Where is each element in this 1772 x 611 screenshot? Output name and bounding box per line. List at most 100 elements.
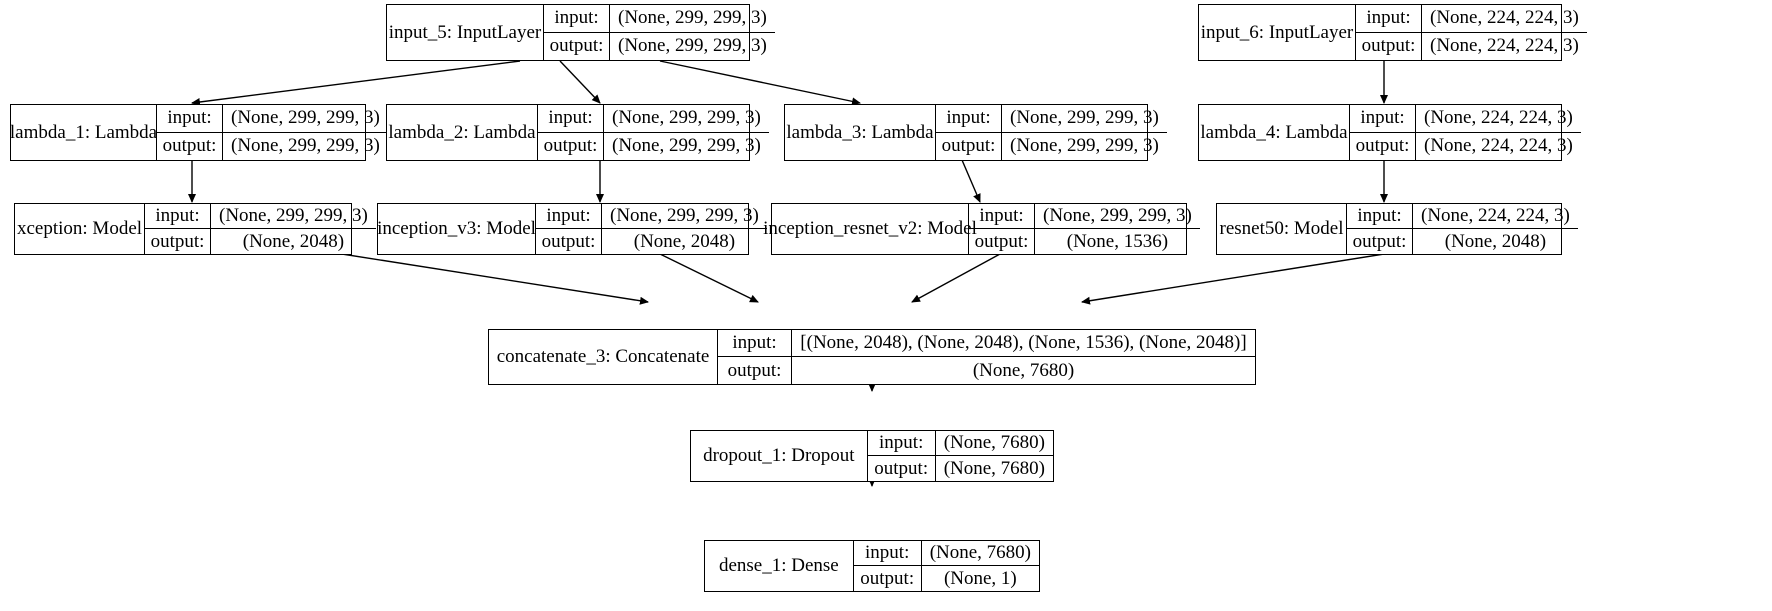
input-shape: (None, 299, 299, 3)	[1043, 205, 1192, 227]
edge-xception-concat	[341, 253, 649, 305]
node-input-row: input: (None, 299, 299, 3)	[936, 105, 1167, 133]
node-label: lambda_2: Lambda	[387, 105, 538, 160]
input-label: input:	[936, 105, 1002, 132]
node-lambda-3[interactable]: lambda_3: Lambda input: (None, 299, 299,…	[784, 104, 1167, 161]
node-lambda-2[interactable]: lambda_2: Lambda input: (None, 299, 299,…	[386, 104, 769, 161]
output-label: output:	[936, 132, 1002, 160]
output-shape: (None, 1)	[943, 567, 1017, 589]
node-output-row: output: (None, 224, 224, 3)	[1356, 32, 1587, 60]
output-label: output:	[157, 132, 223, 160]
node-io: input: (None, 299, 299, 3) output: (None…	[157, 105, 388, 160]
input-label: input:	[1347, 204, 1413, 228]
node-input-row: input: [(None, 2048), (None, 2048), (Non…	[718, 330, 1255, 357]
node-output-row: output: (None, 2048)	[1347, 229, 1578, 254]
input-label: input:	[868, 431, 936, 455]
output-shape: (None, 2048)	[242, 230, 345, 252]
input-label: input:	[1350, 105, 1416, 132]
output-label: output:	[969, 229, 1035, 254]
node-output-row: output: (None, 299, 299, 3)	[544, 32, 775, 60]
node-input-row: input: (None, 7680)	[853, 541, 1039, 566]
node-input-row: input: (None, 7680)	[867, 431, 1053, 456]
node-label: input_5: InputLayer	[387, 5, 544, 60]
node-label: concatenate_3: Concatenate	[489, 330, 718, 384]
output-label: output:	[1350, 132, 1416, 160]
output-shape: (None, 299, 299, 3)	[612, 135, 761, 157]
node-input-row: input: (None, 224, 224, 3)	[1350, 105, 1581, 133]
node-io: input: (None, 299, 299, 3) output: (None…	[969, 204, 1200, 254]
edge-input5-lambda2	[559, 60, 601, 104]
node-io: input: (None, 299, 299, 3) output: (None…	[538, 105, 769, 160]
node-io: input: (None, 7680) output: (None, 7680)	[867, 431, 1053, 481]
output-shape: (None, 2048)	[1444, 230, 1547, 252]
input-label: input:	[854, 541, 922, 565]
node-resnet50[interactable]: resnet50: Model input: (None, 224, 224, …	[1216, 203, 1578, 255]
node-io: input: (None, 299, 299, 3) output: (None…	[936, 105, 1167, 160]
input-shape: (None, 299, 299, 3)	[618, 7, 767, 29]
input-shape: (None, 224, 224, 3)	[1421, 205, 1570, 227]
output-shape: (None, 224, 224, 3)	[1424, 135, 1573, 157]
output-shape: (None, 7680)	[972, 359, 1075, 381]
input-label: input:	[538, 105, 604, 132]
input-label: input:	[157, 105, 223, 132]
input-label: input:	[718, 330, 792, 356]
output-shape: (None, 2048)	[633, 230, 736, 252]
node-concatenate-3[interactable]: concatenate_3: Concatenate input: [(None…	[488, 329, 1256, 385]
node-label: inception_v3: Model	[377, 204, 536, 254]
edge-input5-lambda1	[191, 60, 521, 106]
node-label: dense_1: Dense	[705, 541, 854, 591]
node-output-row: output: (None, 7680)	[718, 357, 1255, 384]
node-output-row: output: (None, 299, 299, 3)	[936, 132, 1167, 160]
node-output-row: output: (None, 1536)	[969, 229, 1200, 254]
input-shape: (None, 299, 299, 3)	[231, 107, 380, 129]
node-io: input: (None, 299, 299, 3) output: (None…	[145, 204, 376, 254]
node-output-row: output: (None, 2048)	[145, 229, 376, 254]
input-label: input:	[969, 204, 1035, 228]
edge-inceptionv3-concat	[659, 253, 759, 303]
node-output-row: output: (None, 299, 299, 3)	[157, 132, 388, 160]
node-label: input_6: InputLayer	[1199, 5, 1356, 60]
input-label: input:	[1356, 5, 1422, 32]
node-label: dropout_1: Dropout	[691, 431, 868, 481]
input-shape: (None, 224, 224, 3)	[1430, 7, 1579, 29]
node-output-row: output: (None, 224, 224, 3)	[1350, 132, 1581, 160]
input-shape: (None, 7680)	[929, 542, 1031, 564]
node-dense-1[interactable]: dense_1: Dense input: (None, 7680) outpu…	[704, 540, 1040, 592]
node-input-5[interactable]: input_5: InputLayer input: (None, 299, 2…	[386, 4, 775, 61]
node-output-row: output: (None, 2048)	[536, 229, 767, 254]
input-label: input:	[536, 204, 602, 228]
node-label: lambda_3: Lambda	[785, 105, 936, 160]
node-input-6[interactable]: input_6: InputLayer input: (None, 224, 2…	[1198, 4, 1587, 61]
output-shape: (None, 224, 224, 3)	[1430, 35, 1579, 57]
node-inception-resnet-v2[interactable]: inception_resnet_v2: Model input: (None,…	[763, 203, 1200, 255]
node-lambda-1[interactable]: lambda_1: Lambda input: (None, 299, 299,…	[10, 104, 388, 161]
input-label: input:	[544, 5, 610, 32]
input-shape: (None, 7680)	[943, 432, 1045, 454]
input-shape: (None, 299, 299, 3)	[610, 205, 759, 227]
node-inception-v3[interactable]: inception_v3: Model input: (None, 299, 2…	[377, 203, 767, 255]
node-input-row: input: (None, 224, 224, 3)	[1347, 204, 1578, 229]
output-label: output:	[854, 566, 922, 591]
output-shape: (None, 299, 299, 3)	[618, 35, 767, 57]
node-xception[interactable]: xception: Model input: (None, 299, 299, …	[14, 203, 376, 255]
node-lambda-4[interactable]: lambda_4: Lambda input: (None, 224, 224,…	[1198, 104, 1581, 161]
edge-inceptionresnetv2-concat	[911, 253, 1001, 303]
node-output-row: output: (None, 1)	[854, 566, 1039, 591]
output-label: output:	[145, 229, 211, 254]
node-input-row: input: (None, 299, 299, 3)	[157, 105, 388, 133]
node-io: input: (None, 299, 299, 3) output: (None…	[536, 204, 767, 254]
output-label: output:	[718, 357, 792, 384]
output-label: output:	[538, 132, 604, 160]
input-shape: (None, 299, 299, 3)	[219, 205, 368, 227]
node-input-row: input: (None, 299, 299, 3)	[969, 204, 1200, 229]
output-shape: (None, 1536)	[1066, 230, 1169, 252]
node-input-row: input: (None, 299, 299, 3)	[536, 204, 767, 229]
edge-input5-lambda3	[659, 60, 861, 106]
input-shape: (None, 224, 224, 3)	[1424, 107, 1573, 129]
node-io: input: (None, 7680) output: (None, 1)	[853, 541, 1039, 591]
input-shape: (None, 299, 299, 3)	[1010, 107, 1159, 129]
output-label: output:	[868, 456, 936, 481]
input-label: input:	[145, 204, 211, 228]
node-dropout-1[interactable]: dropout_1: Dropout input: (None, 7680) o…	[690, 430, 1054, 482]
node-io: input: (None, 224, 224, 3) output: (None…	[1347, 204, 1578, 254]
